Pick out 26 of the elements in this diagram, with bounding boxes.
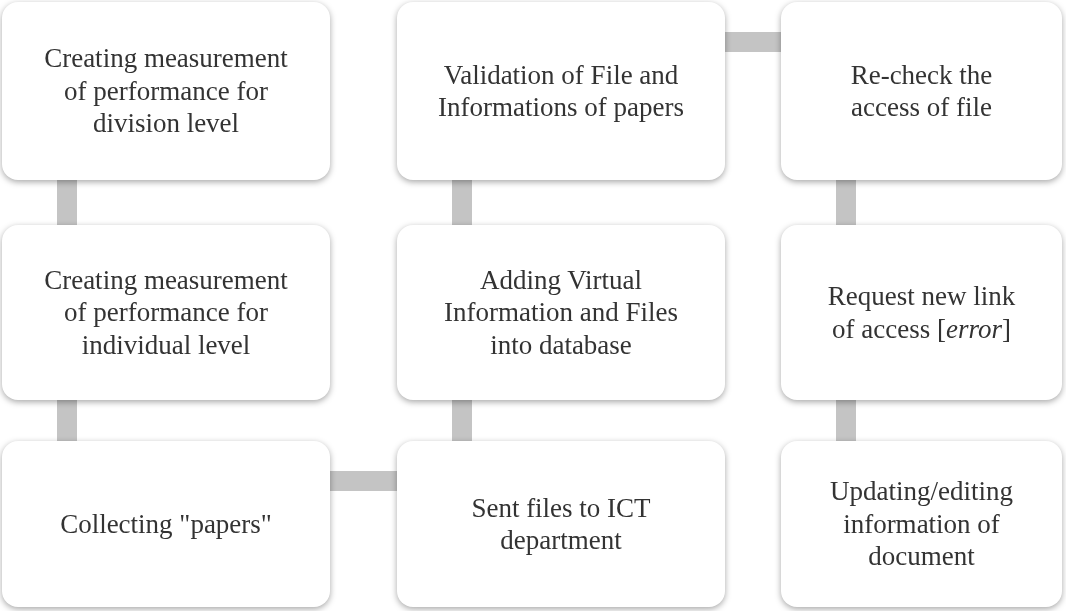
step-text: Request new link of access [error] xyxy=(826,280,1017,345)
connector-bar xyxy=(57,400,77,441)
process-box xyxy=(2,2,330,180)
process-box xyxy=(781,2,1062,180)
process-box xyxy=(2,441,330,607)
process-box xyxy=(397,225,725,400)
connector-bar xyxy=(452,180,472,225)
connector-bar xyxy=(330,471,397,491)
process-box xyxy=(2,225,330,400)
step-text: Re-check the access of file xyxy=(849,58,994,124)
connector-bar xyxy=(725,32,781,52)
process-box xyxy=(397,2,725,180)
process-box xyxy=(781,441,1062,607)
connector-bar xyxy=(836,400,856,441)
connector-bar xyxy=(57,180,77,225)
step-text: Validation of File and Informations of papers xyxy=(437,58,685,124)
step-text: Updating/editing information of document xyxy=(829,475,1014,573)
connector-bar xyxy=(452,400,472,441)
connector-bar xyxy=(836,180,856,225)
process-box xyxy=(397,441,725,607)
step-text: Creating measurement of performance for division level xyxy=(43,42,289,140)
step-text: Adding Virtual Information and Files into database xyxy=(443,263,679,362)
step-text: Sent files to ICT department xyxy=(470,491,652,557)
step-text: Creating measurement of performance for individual level xyxy=(43,263,289,362)
process-box xyxy=(781,225,1062,400)
step-text: Collecting "papers" xyxy=(60,507,272,541)
